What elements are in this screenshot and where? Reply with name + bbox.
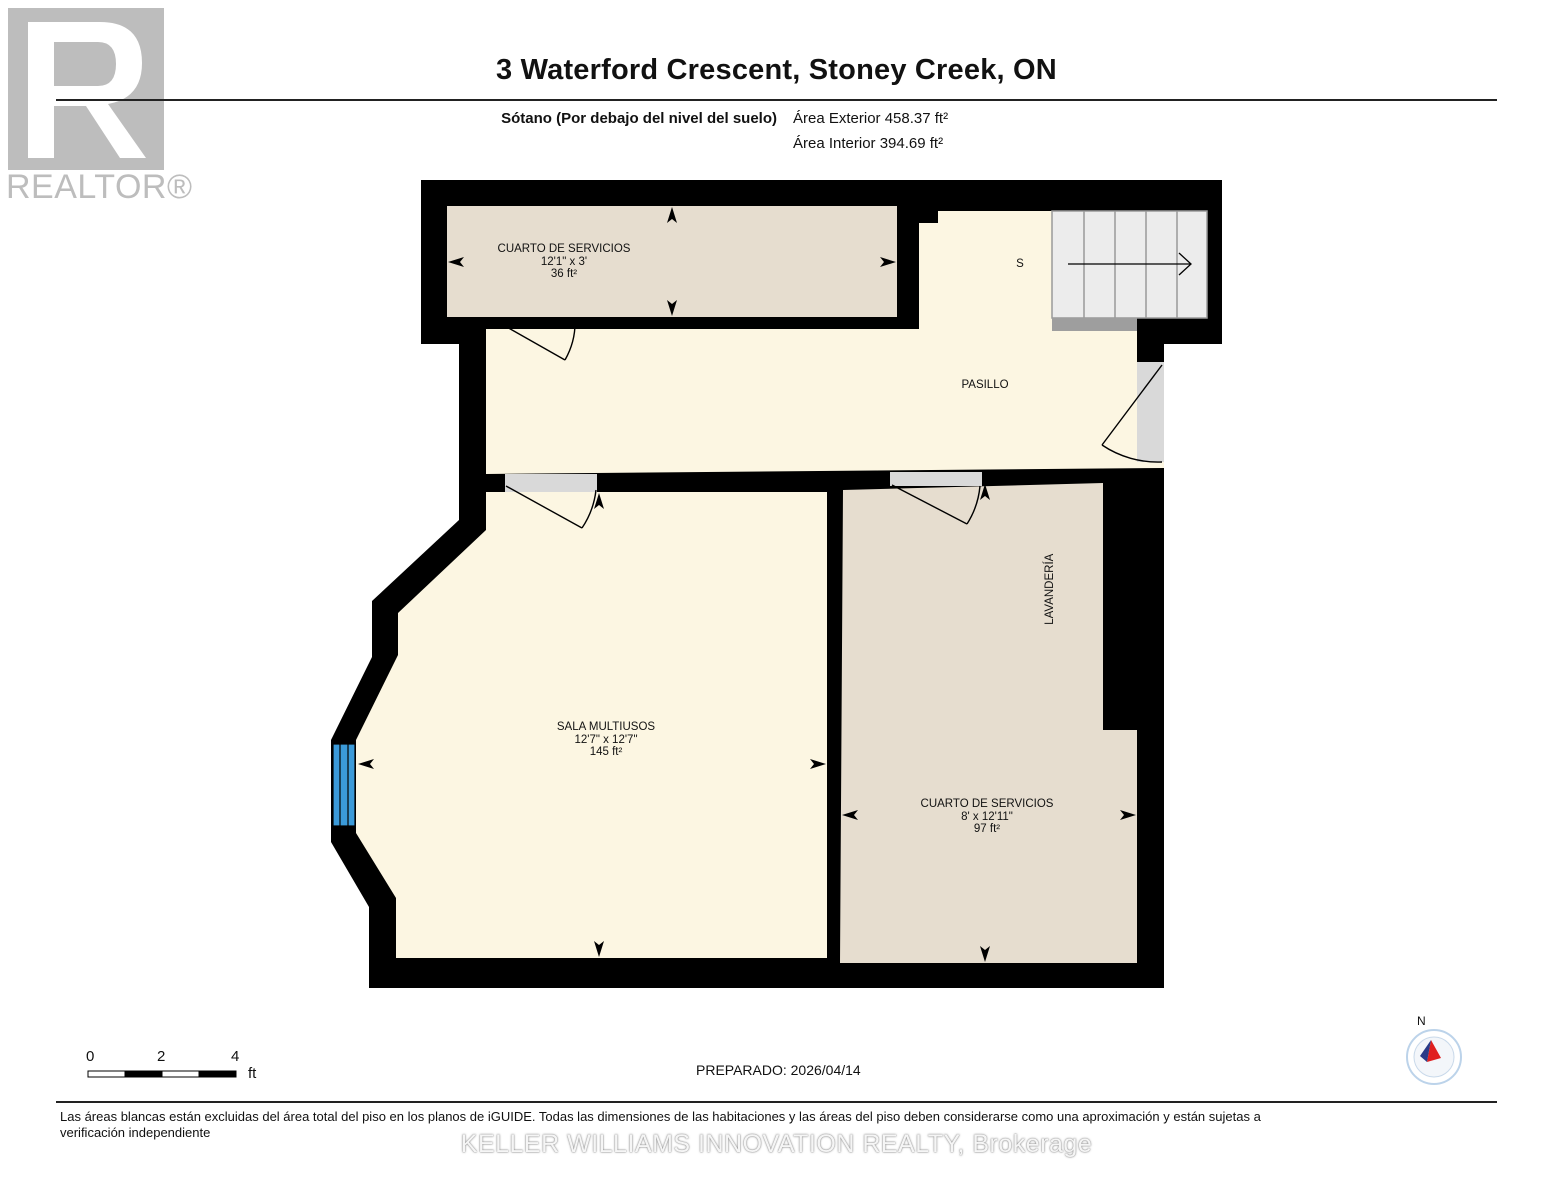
window: [332, 743, 356, 827]
interior-area: Área Interior 394.69 ft²: [793, 135, 944, 152]
exterior-area: Área Exterior 458.37 ft²: [793, 110, 949, 127]
page-title: 3 Waterford Crescent, Stoney Creek, ON: [496, 54, 1057, 86]
utility-bottom-floor: [840, 483, 1137, 963]
room-label-utility-bottom: CUARTO DE SERVICIOS 8' x 12'11" 97 ft²: [920, 798, 1054, 835]
stair-landing: [1052, 318, 1137, 331]
dimension-arrows: [358, 207, 1136, 962]
scale-tick-2: 2: [157, 1048, 166, 1065]
door-opening: [505, 474, 597, 492]
realtor-r-icon: [8, 8, 164, 170]
room-label-laundry: LAVANDERÍA: [1043, 553, 1056, 625]
door-opening: [1137, 362, 1164, 462]
hallway-floor: [486, 211, 1207, 474]
prepared-date: PREPARADO: 2026/04/14: [696, 1062, 861, 1078]
footer-divider: [56, 1101, 1497, 1103]
header-divider: [56, 99, 1497, 101]
scale-unit: ft: [248, 1065, 257, 1082]
scale-tick-4: 4: [231, 1048, 240, 1065]
disclaimer-text: Las áreas blancas están excluidas del ár…: [60, 1109, 1261, 1140]
stairs-marker: S: [1016, 258, 1024, 270]
scale-tick-0: 0: [86, 1048, 95, 1065]
stair-arrow: [1068, 252, 1192, 276]
door-swings: [497, 317, 1163, 529]
room-label-hallway: PASILLO: [961, 379, 1009, 391]
realtor-logo-text: REALTOR®: [6, 168, 193, 206]
scale-bar: [87, 1070, 237, 1078]
room-label-utility-top: CUARTO DE SERVICIOS 12'1" x 3' 36 ft²: [497, 243, 631, 280]
level-name: Sótano (Por debajo del nivel del suelo): [501, 110, 777, 127]
rec-room-floor: [356, 492, 827, 958]
utility-top-floor: [447, 206, 897, 317]
compass-icon: [1406, 1029, 1462, 1085]
compass-north-label: N: [1417, 1014, 1426, 1028]
door-opening: [890, 472, 982, 486]
brokerage-watermark: KELLER WILLIAMS INNOVATION REALTY, Broke…: [460, 1130, 1093, 1158]
room-label-rec-room: SALA MULTIUSOS 12'7" x 12'7" 145 ft²: [556, 721, 656, 758]
